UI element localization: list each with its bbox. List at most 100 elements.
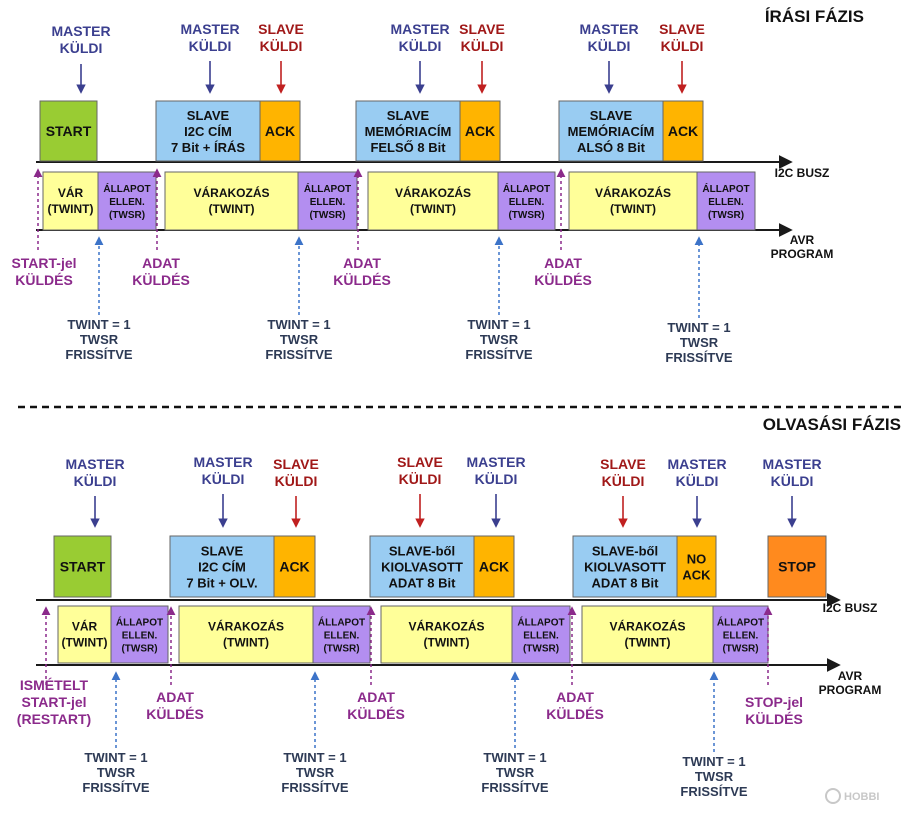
- bus-box-text: ACK: [479, 559, 509, 575]
- bus-box-rect: [155, 100, 261, 162]
- bus-box-rect: [259, 100, 301, 162]
- avr-box-rect: [57, 605, 112, 664]
- i2c-bus-label: I2C BUSZ: [775, 166, 830, 180]
- avr-box-text: VÁR(TWINT): [62, 619, 108, 650]
- avr-box-wait: VÁRAKOZÁS(TWINT): [178, 605, 314, 664]
- bus-box-rect: [39, 100, 98, 162]
- avr-box-wait: VÁR(TWINT): [42, 171, 99, 231]
- bus-box-start: START: [39, 100, 98, 162]
- avr-box-rect: [712, 605, 769, 664]
- avr-box-wait: VÁRAKOZÁS(TWINT): [367, 171, 499, 231]
- avr-box-wait: VÁRAKOZÁS(TWINT): [568, 171, 698, 231]
- avr-box-text: VÁRAKOZÁS(TWINT): [395, 185, 471, 216]
- avr-box-text: VÁRAKOZÁS(TWINT): [193, 185, 269, 216]
- avr-box-rect: [110, 605, 169, 664]
- bus-box-ack: ACK: [473, 535, 515, 598]
- bus-box-rect: [273, 535, 316, 598]
- bus-box-rect: [662, 100, 704, 162]
- bus-box-start: START: [53, 535, 112, 598]
- bus-box-rect: [369, 535, 475, 598]
- avr-box-rect: [164, 171, 299, 231]
- avr-box-rect: [581, 605, 714, 664]
- hobbi-logo: HOBBI: [825, 788, 879, 804]
- avr-box-rect: [312, 605, 371, 664]
- avr-box-rect: [297, 171, 358, 231]
- avr-box-rect: [696, 171, 756, 231]
- avr-box-wait: VÁRAKOZÁS(TWINT): [164, 171, 299, 231]
- bus-box-ack: ACK: [459, 100, 501, 162]
- bus-box-text: ACK: [265, 123, 295, 139]
- logo-circle-icon: [825, 788, 841, 804]
- phase-title: ÍRÁSI FÁZIS: [765, 7, 864, 26]
- avr-box-text: VÁR(TWINT): [48, 185, 94, 216]
- avr-box-rect: [97, 171, 157, 231]
- bus-box-text: ACK: [279, 559, 309, 575]
- bus-box-text: ACK: [668, 123, 698, 139]
- bus-box-text: START: [46, 123, 92, 139]
- bus-box-text: ACK: [465, 123, 495, 139]
- bus-box-rect: [459, 100, 501, 162]
- bus-box-text: START: [60, 559, 106, 575]
- avr-box-wait: VÁRAKOZÁS(TWINT): [380, 605, 513, 664]
- avr-box-wait: VÁRAKOZÁS(TWINT): [581, 605, 714, 664]
